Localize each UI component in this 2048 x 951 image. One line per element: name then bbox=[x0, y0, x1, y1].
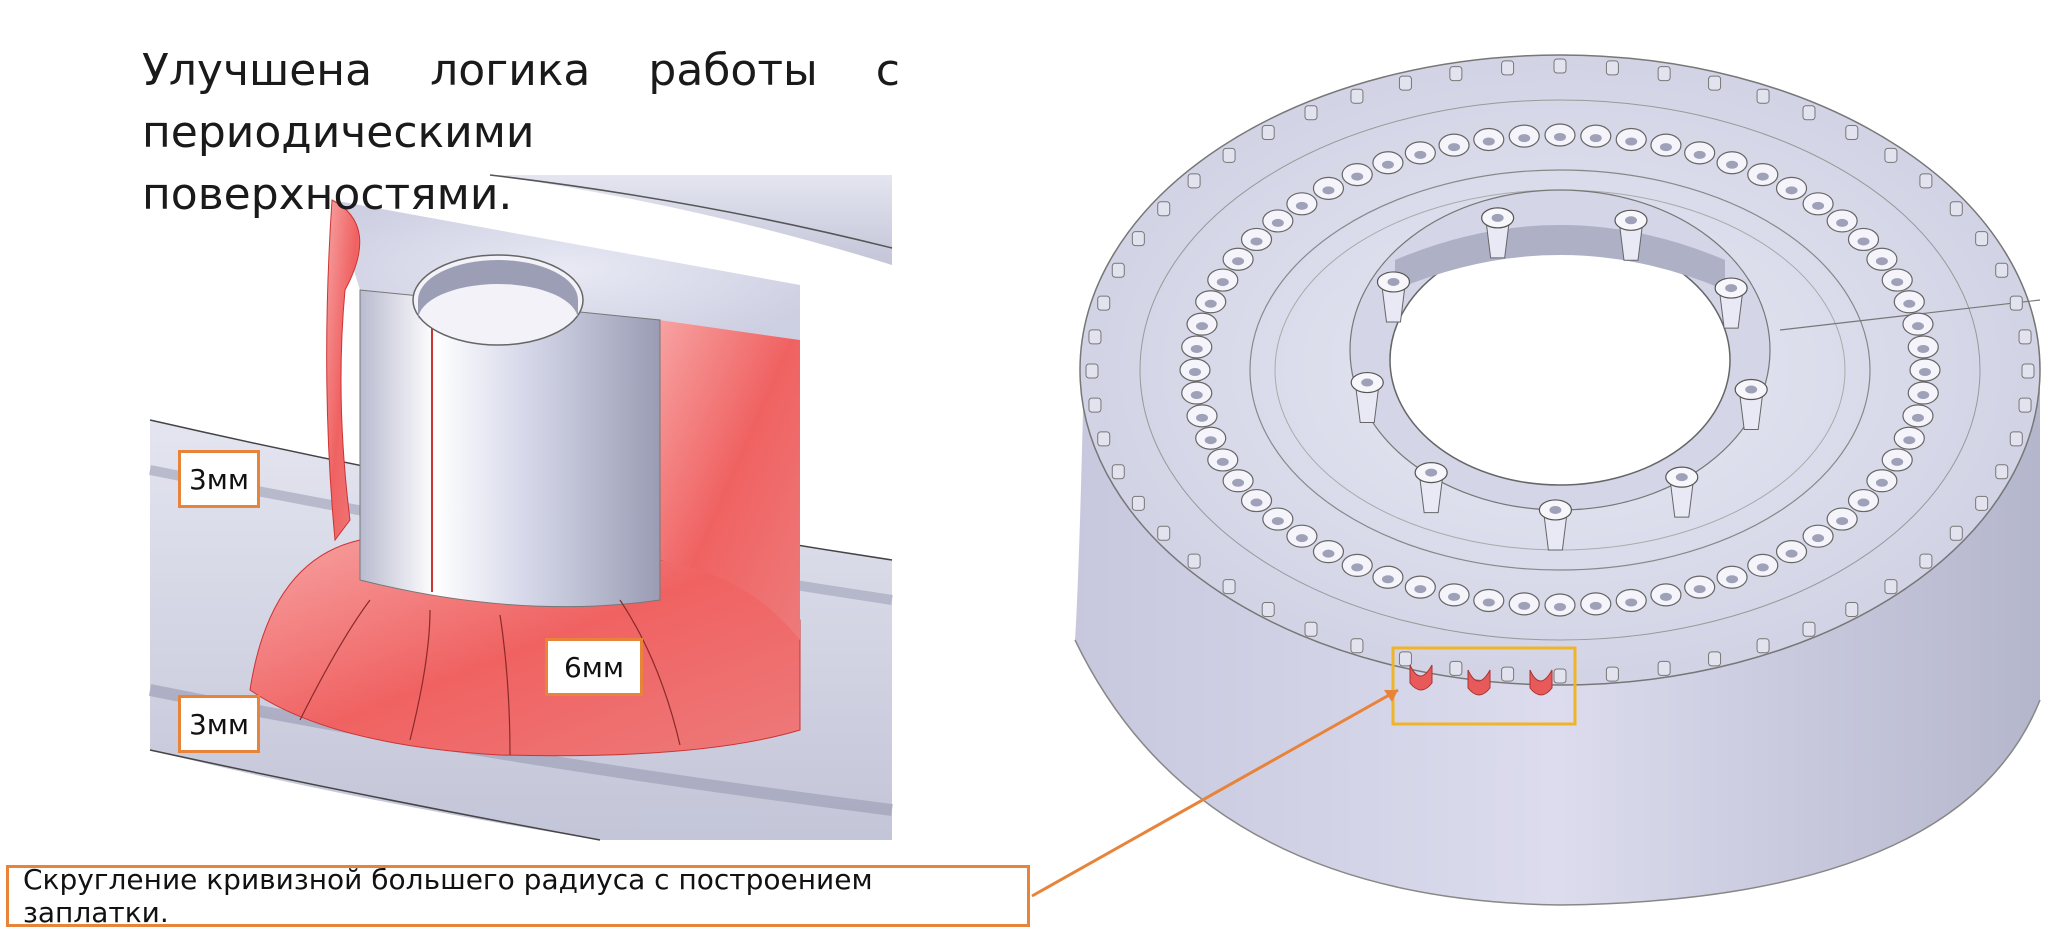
lug bbox=[1398, 75, 1412, 91]
lug bbox=[1187, 173, 1201, 189]
lug bbox=[1085, 363, 1099, 379]
lug bbox=[2009, 431, 2023, 447]
lug bbox=[1975, 231, 1989, 247]
heading-word: работы bbox=[648, 45, 818, 96]
inner-bosses bbox=[1350, 207, 1768, 551]
detail-render bbox=[148, 174, 893, 841]
lug bbox=[1802, 621, 1816, 637]
lug bbox=[1501, 60, 1515, 76]
boss bbox=[1734, 378, 1768, 431]
lug bbox=[1157, 525, 1171, 541]
lug bbox=[1657, 660, 1671, 676]
boss bbox=[1538, 499, 1572, 551]
boss bbox=[1714, 277, 1748, 329]
lug bbox=[1657, 66, 1671, 82]
heading-word: с bbox=[875, 45, 900, 96]
lug bbox=[1449, 660, 1463, 676]
lug bbox=[1449, 66, 1463, 82]
lug bbox=[1222, 147, 1236, 163]
lug bbox=[1398, 651, 1412, 667]
boss bbox=[1350, 371, 1384, 424]
lug bbox=[1553, 668, 1567, 684]
heading-word: Улучшена bbox=[142, 45, 373, 96]
lug bbox=[1088, 329, 1102, 345]
lug bbox=[1802, 105, 1816, 121]
lug bbox=[1919, 173, 1933, 189]
lug bbox=[1097, 295, 1111, 311]
lug bbox=[1995, 464, 2009, 480]
lug bbox=[1708, 75, 1722, 91]
boss bbox=[1376, 271, 1411, 323]
lug bbox=[1756, 88, 1770, 104]
leader-line bbox=[1031, 688, 1399, 898]
boss bbox=[1614, 209, 1648, 261]
lug bbox=[1111, 464, 1125, 480]
boss bbox=[1414, 461, 1448, 514]
lug bbox=[1088, 397, 1102, 413]
lug bbox=[1884, 579, 1898, 595]
heading-word: логика bbox=[430, 45, 591, 96]
lug bbox=[1350, 88, 1364, 104]
boss bbox=[1665, 466, 1699, 518]
lug bbox=[1304, 621, 1318, 637]
dimension-label-bottom: 3мм bbox=[178, 695, 260, 753]
lug bbox=[1131, 231, 1145, 247]
lug bbox=[1949, 201, 1963, 217]
lug bbox=[1919, 553, 1933, 569]
highlighted-features bbox=[1409, 664, 1553, 696]
heading: Улучшена логика работы с периодическими … bbox=[142, 40, 900, 226]
lug bbox=[2018, 397, 2032, 413]
lug bbox=[1501, 666, 1515, 682]
lug bbox=[1553, 58, 1567, 74]
lug bbox=[2021, 363, 2035, 379]
lug bbox=[1708, 651, 1722, 667]
lug-ring bbox=[1085, 58, 2035, 684]
lug bbox=[1304, 105, 1318, 121]
leader-arrow bbox=[1384, 690, 1398, 702]
lug bbox=[1884, 147, 1898, 163]
lug bbox=[1261, 125, 1275, 141]
lug bbox=[1111, 262, 1125, 278]
lug bbox=[1222, 579, 1236, 595]
lug bbox=[2009, 295, 2023, 311]
lug bbox=[1605, 60, 1619, 76]
lug bbox=[1097, 431, 1111, 447]
lug bbox=[1845, 125, 1859, 141]
lug bbox=[2018, 329, 2032, 345]
lug bbox=[1187, 553, 1201, 569]
dimension-label-top: 3мм bbox=[178, 450, 260, 508]
part-render bbox=[1074, 54, 2041, 906]
lug bbox=[1131, 495, 1145, 511]
lug bbox=[1995, 262, 2009, 278]
caption-text: Скругление кривизной большего радиуса с … bbox=[23, 863, 873, 929]
lug bbox=[1605, 666, 1619, 682]
heading-line-2: периодическими поверхностями. bbox=[142, 107, 535, 220]
hole-ring bbox=[1179, 123, 1941, 617]
boss bbox=[1481, 207, 1515, 259]
lug bbox=[1157, 201, 1171, 217]
lug bbox=[1350, 638, 1364, 654]
caption-box: Скругление кривизной большего радиуса с … bbox=[6, 863, 1030, 929]
dimension-label-mid: 6мм bbox=[545, 638, 643, 696]
lug bbox=[1949, 525, 1963, 541]
selection-box bbox=[1391, 646, 1577, 726]
lug bbox=[1756, 638, 1770, 654]
lug bbox=[1975, 495, 1989, 511]
lug bbox=[1261, 601, 1275, 617]
lug bbox=[1845, 601, 1859, 617]
